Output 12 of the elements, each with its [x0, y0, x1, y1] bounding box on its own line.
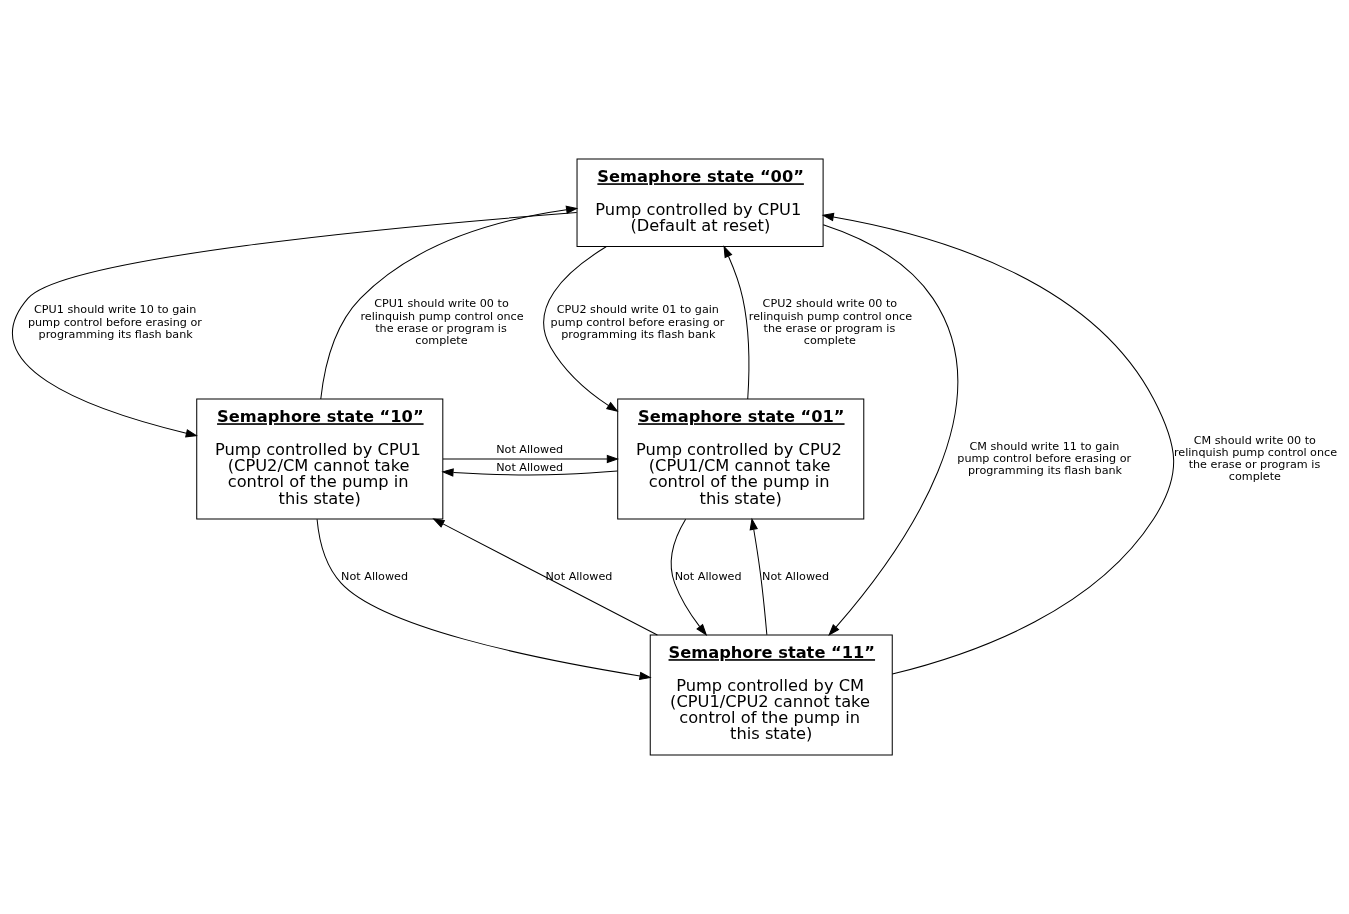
edge-label: CPU2 should write 00 to relinquish pump control once the erase or program is complete — [748, 297, 913, 347]
edge-label: Not Allowed — [496, 461, 564, 475]
edge-label: Not Allowed — [496, 442, 564, 456]
edge-label: CPU2 should write 01 to gain pump control before erasing or programming its flash bank — [550, 303, 725, 341]
edge-label: Not Allowed — [545, 569, 613, 583]
edge-label: Not Allowed — [762, 569, 830, 583]
edge-label: CPU1 should write 10 to gain pump control before erasing or programming its flash bank — [27, 303, 202, 341]
edge-label: Not Allowed — [674, 569, 742, 583]
edge-label: CPU1 should write 00 to relinquish pump control once the erase or program is complete — [360, 297, 524, 347]
edge-label: CM should write 00 to relinquish pump control once the erase or program is complete — [1173, 433, 1338, 484]
edge-label: CM should write 11 to gain pump control before erasing or programming its flash bank — [957, 439, 1132, 478]
edge-label: Not Allowed — [341, 569, 409, 583]
